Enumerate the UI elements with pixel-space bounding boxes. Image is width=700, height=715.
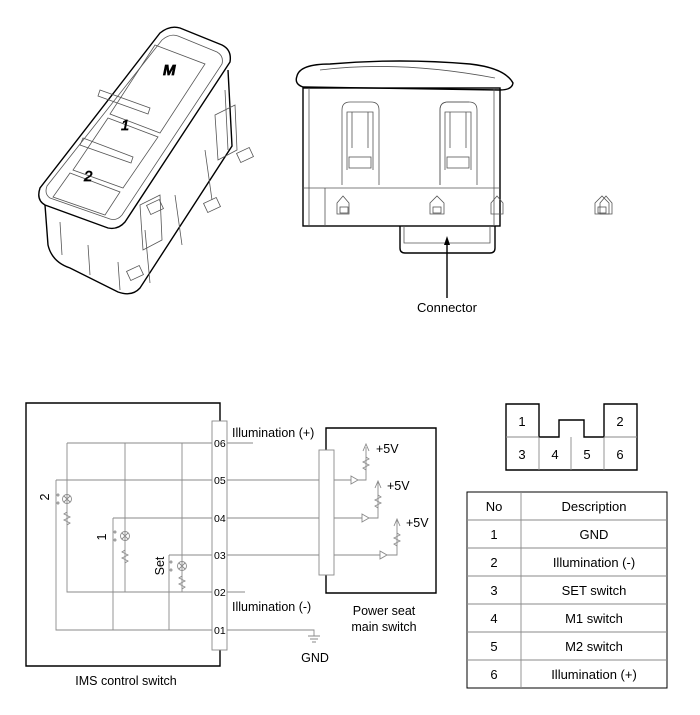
row-no: 4 <box>490 611 497 626</box>
button-label-1: 1 <box>121 117 129 134</box>
ims-control-switch-label: IMS control switch <box>75 674 176 688</box>
table-row: 6 Illumination (+) <box>490 667 636 682</box>
power-seat-box <box>325 427 437 594</box>
button-label-2: 2 <box>83 168 93 185</box>
connector-pin-4: 4 <box>551 447 558 462</box>
pin-02: 02 <box>214 587 226 599</box>
row-desc: Illumination (-) <box>553 555 635 570</box>
supply-label-2: +5V <box>387 479 410 493</box>
switch-set-branch <box>169 560 187 590</box>
power-seat-label-1: Power seat <box>353 604 416 618</box>
table-row: 1 GND <box>490 527 608 542</box>
connector-pin-3: 3 <box>518 447 525 462</box>
table-row: 5 M2 switch <box>490 639 623 654</box>
pin-table: No Description 1 GND 2 Illumination (-) … <box>466 491 668 689</box>
switch-label-1: 1 <box>95 533 109 540</box>
pin-06: 06 <box>214 438 226 450</box>
table-row: 4 M1 switch <box>490 611 623 626</box>
row-desc: M1 switch <box>565 611 623 626</box>
row-no: 6 <box>490 667 497 682</box>
switch-1-branch <box>113 530 130 564</box>
connector-pin-1: 1 <box>518 414 525 429</box>
supply-label-1: +5V <box>376 442 399 456</box>
table-header-description: Description <box>561 499 626 514</box>
supply-label-3: +5V <box>406 516 429 530</box>
row-no: 5 <box>490 639 497 654</box>
ground-symbol <box>308 635 320 643</box>
row-desc: SET switch <box>562 583 627 598</box>
table-header-no: No <box>486 499 503 514</box>
connector-pin-6: 6 <box>616 447 623 462</box>
connector-pin-2: 2 <box>616 414 623 429</box>
switch-label-2: 2 <box>38 493 52 500</box>
row-desc: GND <box>580 527 609 542</box>
table-row: 2 Illumination (-) <box>490 555 635 570</box>
row-no: 3 <box>490 583 497 598</box>
ims-circuit: 06 05 04 03 02 01 2 1 Set Illumina <box>25 402 437 688</box>
ims-switch-illustration: M 1 2 <box>38 26 254 295</box>
connector-pin-5: 5 <box>583 447 590 462</box>
pin-01: 01 <box>214 625 226 637</box>
button-label-m: M <box>163 62 176 79</box>
illumination-plus-label: Illumination (+) <box>232 426 314 440</box>
pin-03: 03 <box>214 550 226 562</box>
switch-label-set: Set <box>153 556 167 575</box>
connector-face: 1 2 3 4 5 6 <box>505 403 638 471</box>
table-row: 3 SET switch <box>490 583 626 598</box>
power-seat-connector-bar <box>318 449 335 576</box>
row-no: 1 <box>490 527 497 542</box>
gnd-label: GND <box>301 651 329 665</box>
ims-control-switch-box <box>25 402 221 667</box>
ims-connector-bar <box>211 420 228 651</box>
pin-04: 04 <box>214 513 226 525</box>
connector-label: Connector <box>417 300 478 315</box>
row-desc: Illumination (+) <box>551 667 637 682</box>
row-desc: M2 switch <box>565 639 623 654</box>
switch-2-branch <box>56 493 72 526</box>
power-seat-label-2: main switch <box>351 620 416 634</box>
switch-rear-illustration: Connector <box>295 60 613 315</box>
pin-05: 05 <box>214 475 226 487</box>
illumination-minus-label: Illumination (-) <box>232 600 311 614</box>
row-no: 2 <box>490 555 497 570</box>
